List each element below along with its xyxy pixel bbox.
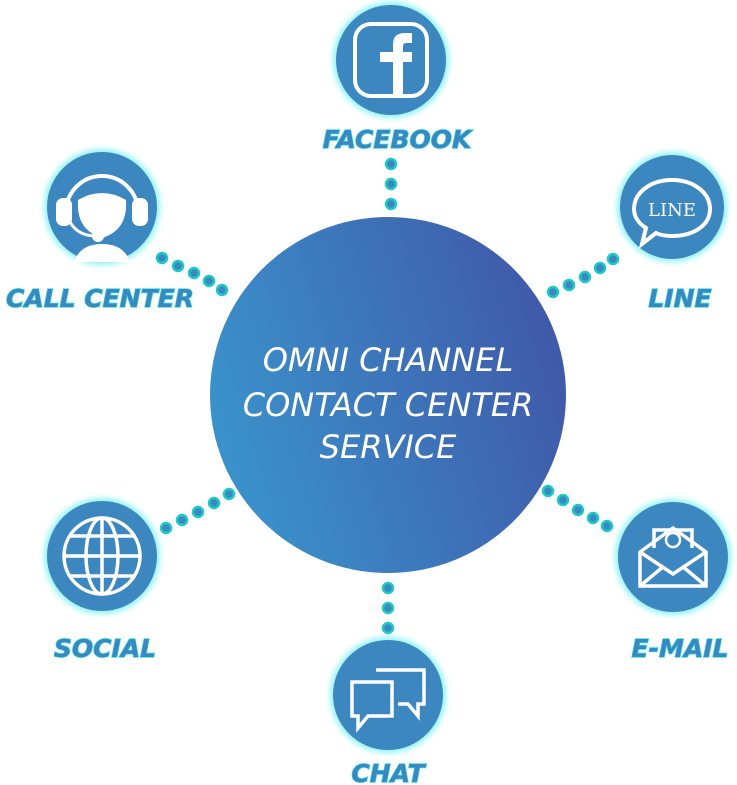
label-facebook: FACEBOOK <box>323 125 473 154</box>
line-icon: LINE <box>631 177 713 250</box>
channel-facebook: FACEBOOK <box>322 2 474 155</box>
label-social: SOCIAL <box>54 634 156 663</box>
center-line-3: SERVICE <box>320 428 457 466</box>
label-call-center: CALL CENTER <box>6 284 194 313</box>
connector-dot-line <box>562 278 576 292</box>
connector-dots <box>155 157 620 635</box>
connector-dot-line <box>606 252 620 266</box>
connector-dot-email <box>571 503 585 517</box>
label-chat: CHAT <box>351 759 426 785</box>
center-line-2: CONTACT CENTER <box>243 386 534 424</box>
envelope-icon <box>638 525 708 588</box>
chat-bubbles-icon <box>350 668 426 733</box>
channel-chat: CHAT <box>330 637 446 785</box>
line-icon-text: LINE <box>648 200 696 221</box>
connector-dot-chat <box>381 581 395 595</box>
channel-line: LINE LINE <box>617 152 727 314</box>
connector-dot-email <box>586 511 600 525</box>
connector-dot-social <box>207 496 221 510</box>
label-email: E-MAIL <box>632 634 729 663</box>
connector-dot-line <box>546 285 560 299</box>
connector-dot-call-center <box>202 274 216 288</box>
facebook-icon <box>353 22 429 98</box>
center-hub: OMNI CHANNEL CONTACT CENTER SERVICE <box>210 217 566 573</box>
center-line-1: OMNI CHANNEL <box>263 341 514 379</box>
connector-dot-facebook <box>384 177 398 191</box>
headset-agent-icon <box>56 174 148 262</box>
connector-dot-call-center <box>171 259 185 273</box>
connector-dot-call-center <box>155 251 169 265</box>
connector-dot-call-center <box>215 283 229 297</box>
connector-dot-social <box>159 521 173 535</box>
globe-icon <box>62 516 142 596</box>
connector-dot-email <box>541 484 555 498</box>
connector-dot-social <box>191 505 205 519</box>
connector-dot-social <box>222 487 236 501</box>
connector-dot-line <box>593 261 607 275</box>
connector-dot-email <box>556 493 570 507</box>
channel-call-center: CALL CENTER <box>5 149 195 314</box>
connector-dot-call-center <box>187 266 201 280</box>
channel-social: SOCIAL <box>44 498 160 664</box>
connector-dot-chat <box>381 621 395 635</box>
connector-dot-facebook <box>384 157 398 171</box>
label-line: LINE <box>648 284 711 313</box>
connector-dot-social <box>175 513 189 527</box>
connector-dot-line <box>578 270 592 284</box>
channel-email: E-MAIL <box>615 499 731 664</box>
connector-dot-chat <box>381 601 395 615</box>
connector-dot-facebook <box>384 197 398 211</box>
connector-dot-email <box>600 519 614 533</box>
